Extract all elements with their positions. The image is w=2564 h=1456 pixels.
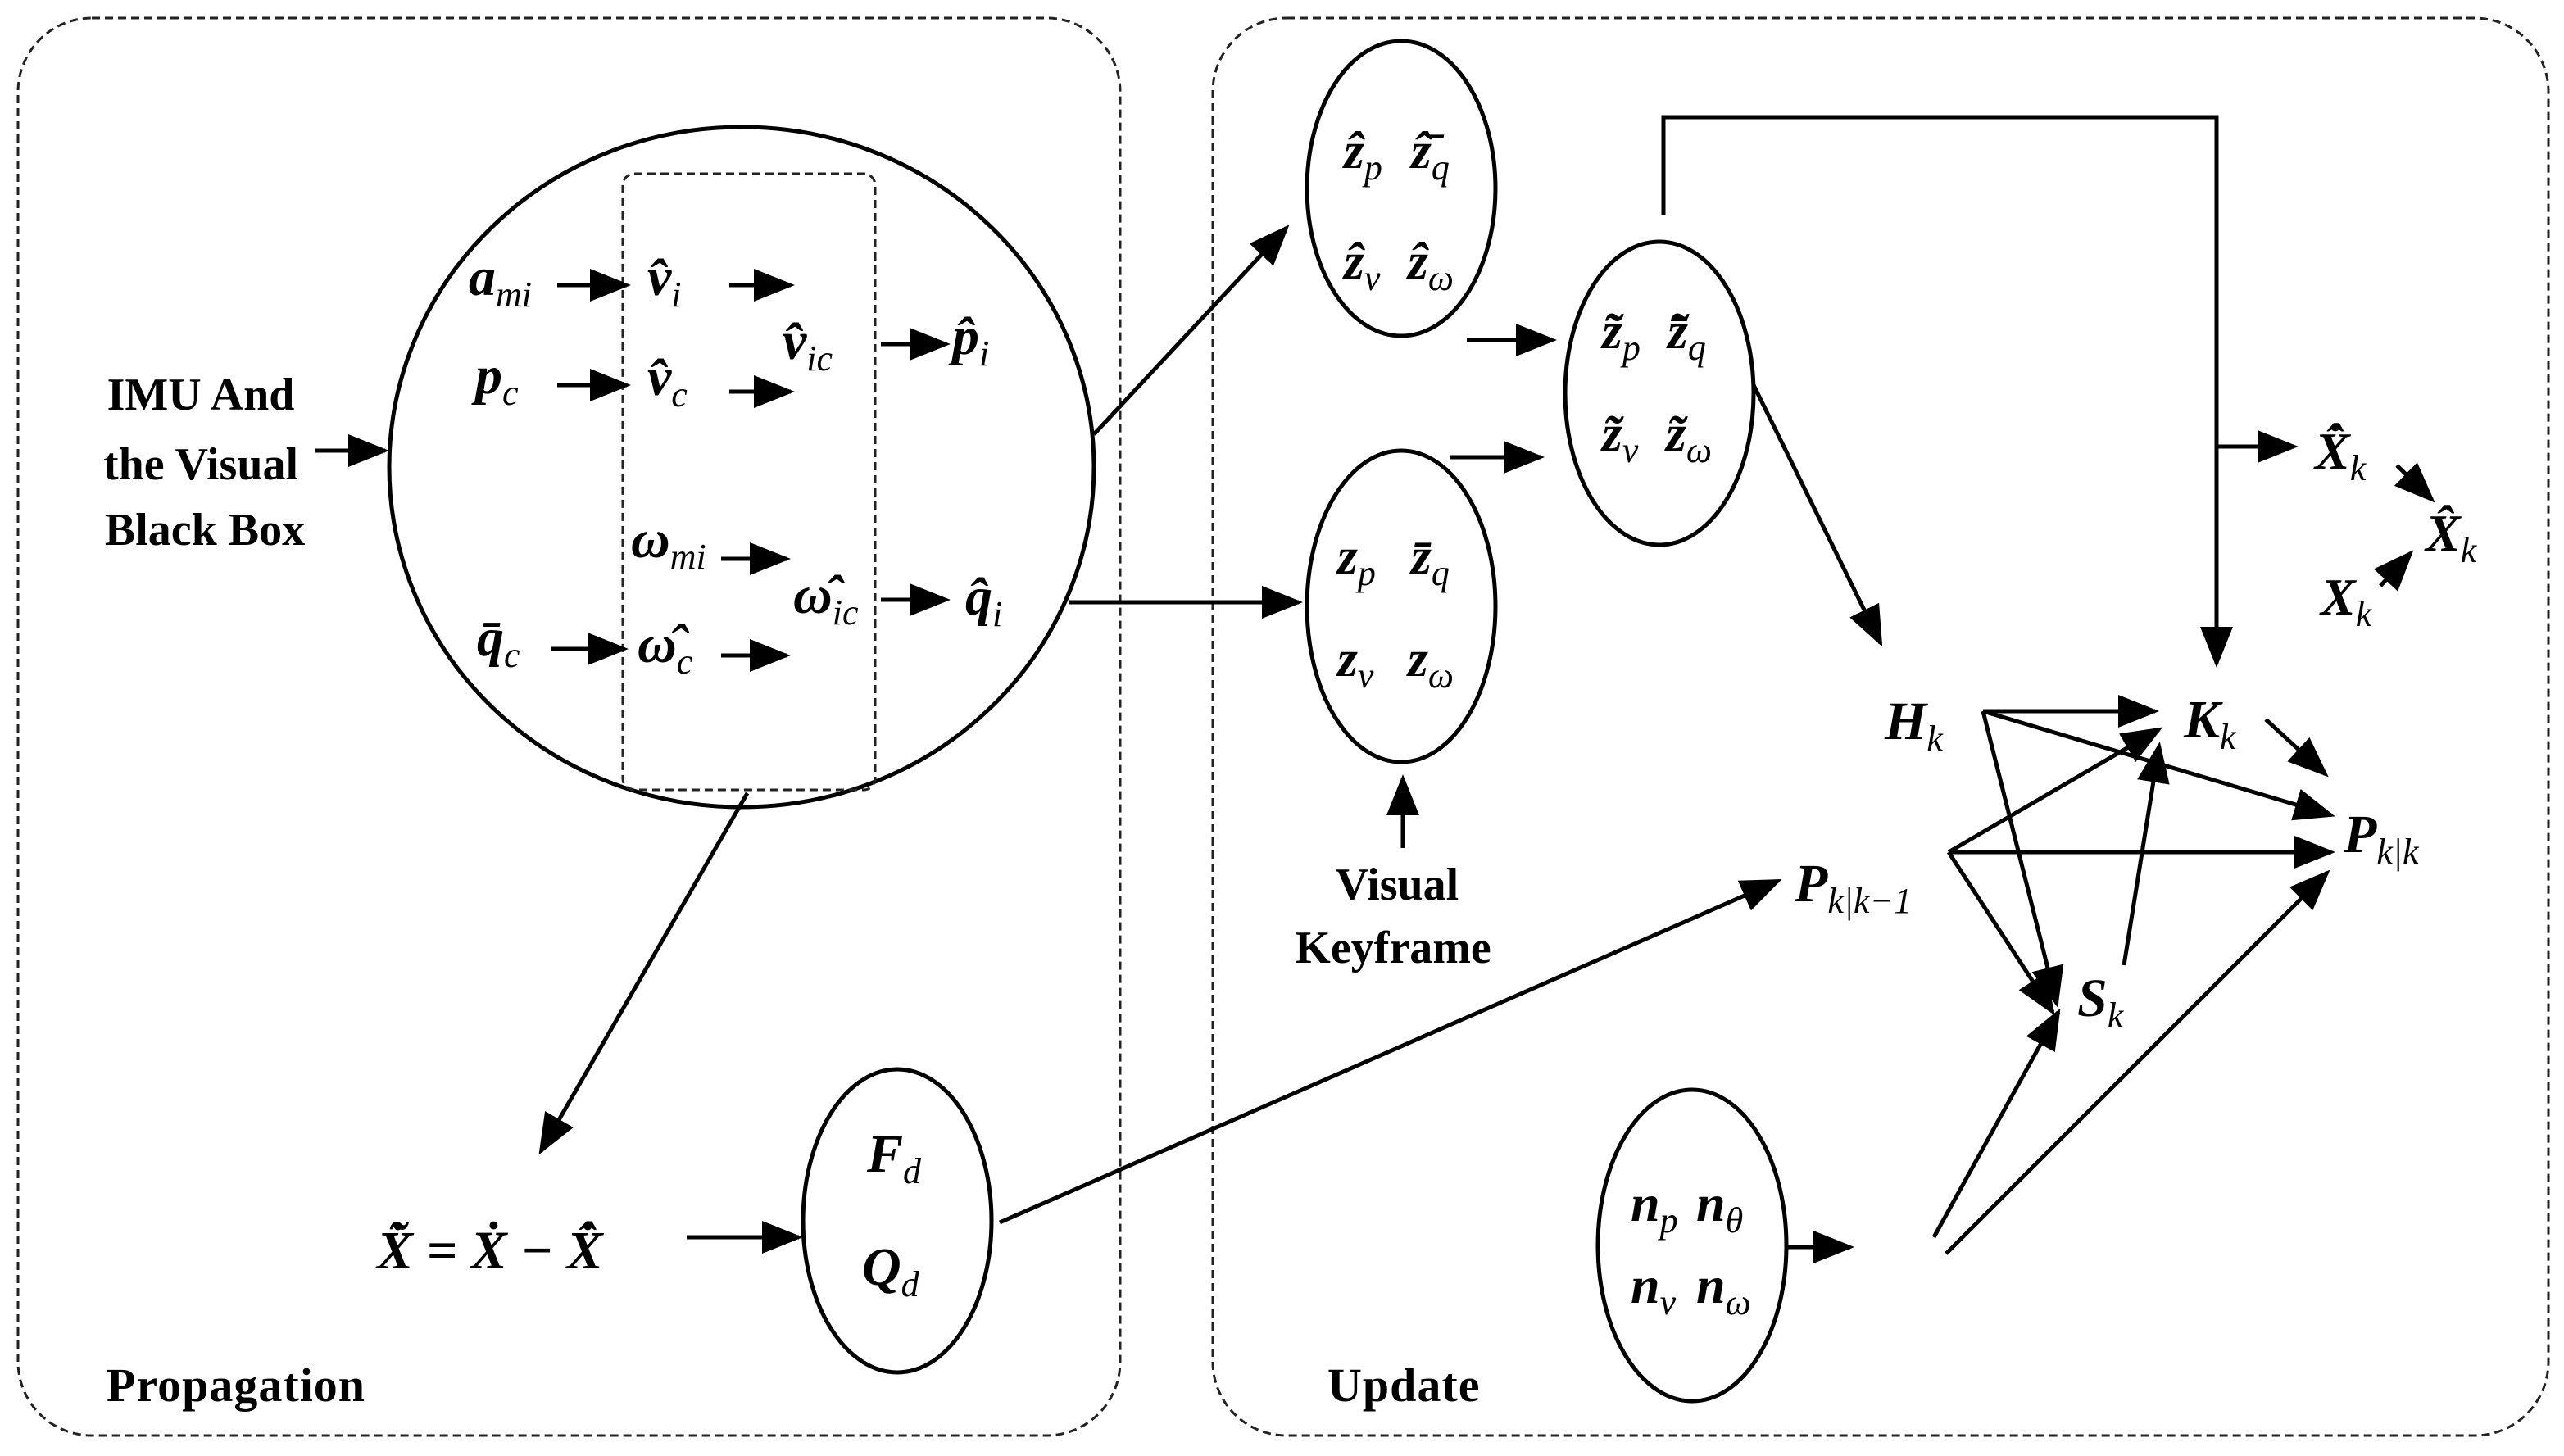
sym-v-i: v̂i	[647, 247, 682, 315]
arrow-H-to-S	[1981, 710, 2064, 1008]
sym-q-c: q̄c	[477, 608, 520, 675]
update-region	[1211, 16, 2550, 1437]
sym-zhat-p: ẑp	[1342, 121, 1382, 188]
sym-Xhat-dot-k: X̂̇k	[2313, 422, 2367, 488]
sym-zhat-w: ẑω	[1406, 232, 1454, 298]
error-state-equation: X̃̇ = Ẋ − X̂̇	[375, 1221, 605, 1281]
sym-a-mi: ami	[469, 247, 532, 315]
sym-ztil-p: z̃p	[1600, 302, 1641, 368]
keyframe-label-line2: Keyframe	[1295, 923, 1491, 973]
sym-omega-mi: ωmi	[631, 510, 706, 577]
arrow-box-to-error	[538, 792, 750, 1155]
arrow-noise-to-S	[1931, 1008, 2061, 1239]
arrow-x-to-xhat	[2373, 550, 2414, 592]
sym-ztil-w: z̃ω	[1664, 404, 1712, 470]
arrow-Pkk1-to-S	[1946, 850, 2055, 1016]
update-title: Update	[1327, 1358, 1480, 1412]
sym-q-i: q̂i	[965, 567, 1002, 634]
arrow-noise-to-Pkk	[1945, 869, 2330, 1255]
ztilde-ellipse	[1563, 239, 1756, 547]
imu-label-line2: the Visual	[103, 439, 298, 490]
keyframe-label-line1: Visual	[1336, 860, 1459, 910]
sym-P-kk: Pk|k	[2343, 805, 2420, 872]
sym-n-w: nω	[1696, 1256, 1751, 1322]
sym-zhat-v: ẑv	[1342, 232, 1381, 298]
sym-n-theta: nθ	[1696, 1174, 1743, 1241]
sym-n-p: np	[1631, 1174, 1678, 1241]
sym-S-k: Sk	[2077, 968, 2125, 1036]
sym-K-k: Kk	[2183, 690, 2237, 757]
sym-Xhat-k: X̂k	[2424, 504, 2478, 570]
propagation-title: Propagation	[107, 1358, 365, 1412]
arrow-circle-to-zhat	[1092, 225, 1290, 436]
arrow-ztilde-to-K	[1661, 115, 2233, 668]
sym-F-d: Fd	[866, 1124, 922, 1191]
zhat-ellipse	[1305, 39, 1498, 338]
sym-H-k: Hk	[1884, 692, 1944, 759]
sym-X-k: Xk	[2319, 568, 2373, 634]
arrow-S-to-K	[2122, 742, 2170, 966]
z-ellipse	[1305, 448, 1498, 764]
sym-v-c: v̂c	[647, 347, 688, 415]
arrow-Pkk1-to-K	[1947, 727, 2163, 855]
sym-p-c: pc	[471, 346, 519, 413]
sym-p-i: p̂i	[948, 306, 989, 374]
sym-v-ic: v̂ic	[783, 311, 833, 379]
arrow-xhat-dot-to-xhat	[2394, 462, 2435, 503]
imu-label-line1: IMU And	[107, 370, 295, 420]
propagation-inner-box	[621, 172, 877, 792]
sym-z-q: z̄q	[1409, 527, 1450, 593]
sym-z-p: zp	[1336, 527, 1376, 593]
sym-omega-ic: ω̂ic	[793, 565, 859, 633]
arrows	[315, 115, 2435, 1263]
propagation-circle	[387, 125, 1096, 810]
noise-ellipse	[1595, 1087, 1789, 1404]
sym-Q-d: Qd	[862, 1237, 920, 1304]
sym-P-kk1: Pk|k−1	[1794, 854, 1912, 921]
sym-z-w: zω	[1406, 629, 1454, 696]
FQ-ellipse	[801, 1067, 994, 1375]
imu-label-line3: Black Box	[105, 505, 305, 556]
sym-ztil-q: z̃̄q	[1666, 302, 1706, 368]
arrow-ztilde-to-H	[1751, 383, 1883, 647]
arrow-K-to-Pkk	[2264, 718, 2329, 778]
propagation-region	[16, 16, 1122, 1437]
sym-ztil-v: z̃v	[1600, 404, 1639, 470]
sym-z-v: zv	[1336, 629, 1374, 696]
sym-n-v: nv	[1631, 1256, 1677, 1322]
arrow-FQ-to-Pkk1	[998, 878, 1782, 1225]
